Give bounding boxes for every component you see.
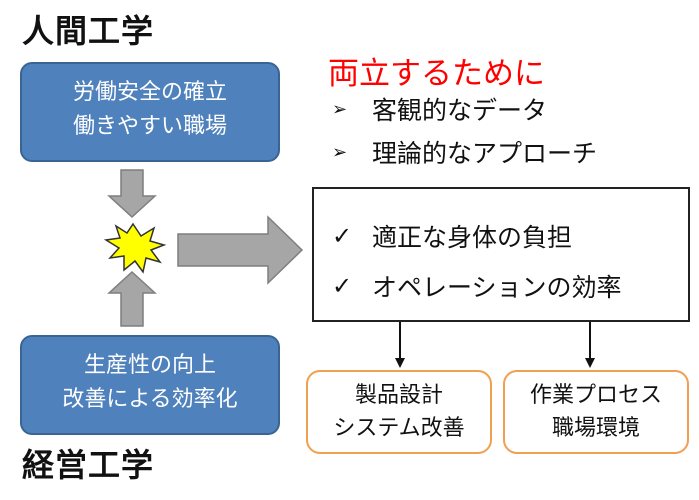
ergonomics-box-line-1: 労働安全の確立 — [72, 80, 227, 105]
outcome-item-1-text: 適正な身体の負担 — [372, 223, 573, 252]
ergonomics-box: 労働安全の確立 働きやすい職場 — [20, 62, 280, 162]
balance-bullet-1: ➢ 客観的なデータ — [332, 91, 547, 127]
right-arrow — [177, 215, 304, 285]
check-mark-icon: ✓ — [332, 222, 353, 250]
result-box-product-line-1: 製品設計 — [354, 383, 443, 408]
balance-bullet-2: ➢ 理論的なアプローチ — [332, 134, 597, 170]
outcome-item-2: ✓ オペレーションの効率 — [332, 261, 688, 311]
result-box-process-line-2: 職場環境 — [551, 416, 640, 441]
connector-arrowhead-left — [395, 358, 405, 368]
collision-burst-icon — [103, 222, 167, 274]
management-title: 経営工学 — [22, 446, 155, 484]
management-box-line-2: 改善による効率化 — [62, 387, 238, 412]
up-arrow — [107, 270, 157, 327]
ergonomics-title: 人間工学 — [22, 12, 155, 50]
balance-heading: 両立するために — [328, 56, 545, 92]
result-box-process-line-1: 作業プロセス — [529, 383, 662, 408]
balance-bullet-1-text: 客観的なデータ — [372, 96, 548, 125]
management-box: 生産性の向上 改善による効率化 — [20, 335, 280, 435]
ergonomics-box-line-2: 働きやすい職場 — [72, 114, 227, 139]
result-box-product: 製品設計 システム改善 — [306, 370, 492, 454]
arrowhead-bullet-icon: ➢ — [332, 141, 348, 163]
management-box-line-1: 生産性の向上 — [83, 353, 216, 378]
connector-arrowhead-right — [585, 358, 595, 368]
outcome-item-2-text: オペレーションの効率 — [372, 273, 622, 302]
balance-bullet-2-text: 理論的なアプローチ — [372, 139, 598, 168]
result-box-product-line-2: システム改善 — [333, 416, 465, 441]
outcome-item-1: ✓ 適正な身体の負担 — [332, 211, 688, 261]
down-arrow — [107, 169, 157, 219]
arrowhead-bullet-icon: ➢ — [332, 98, 348, 120]
check-mark-icon: ✓ — [332, 272, 353, 300]
outcomes-box: ✓ 適正な身体の負担 ✓ オペレーションの効率 — [312, 187, 690, 322]
result-box-process: 作業プロセス 職場環境 — [503, 370, 689, 454]
